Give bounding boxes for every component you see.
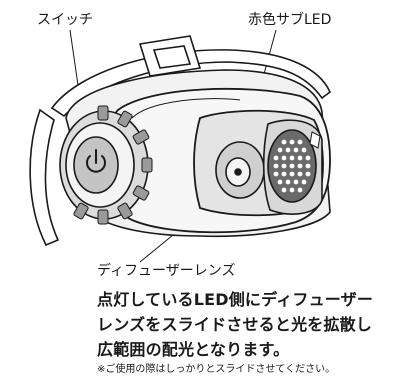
switch-dial <box>59 105 153 225</box>
description-line-1: 点灯しているLED側にディフューザー <box>97 290 374 309</box>
diffuser-lens-label: ディフューザーレンズ <box>97 263 236 279</box>
red-sub-led-label: 赤色サブLED <box>248 12 332 28</box>
power-icon[interactable] <box>86 149 106 173</box>
switch-label: スイッチ <box>37 12 93 28</box>
usage-note: ※ご使用の際はしっかりとスライドさせてください。 <box>97 364 336 375</box>
description-line-3: 広範囲の配光となります。 <box>97 340 290 359</box>
red-sub-led <box>215 141 265 199</box>
head-strap <box>29 35 331 247</box>
diffuser-lens <box>262 119 323 215</box>
description-line-2: レンズをスライドさせると光を拡散し <box>97 315 373 334</box>
